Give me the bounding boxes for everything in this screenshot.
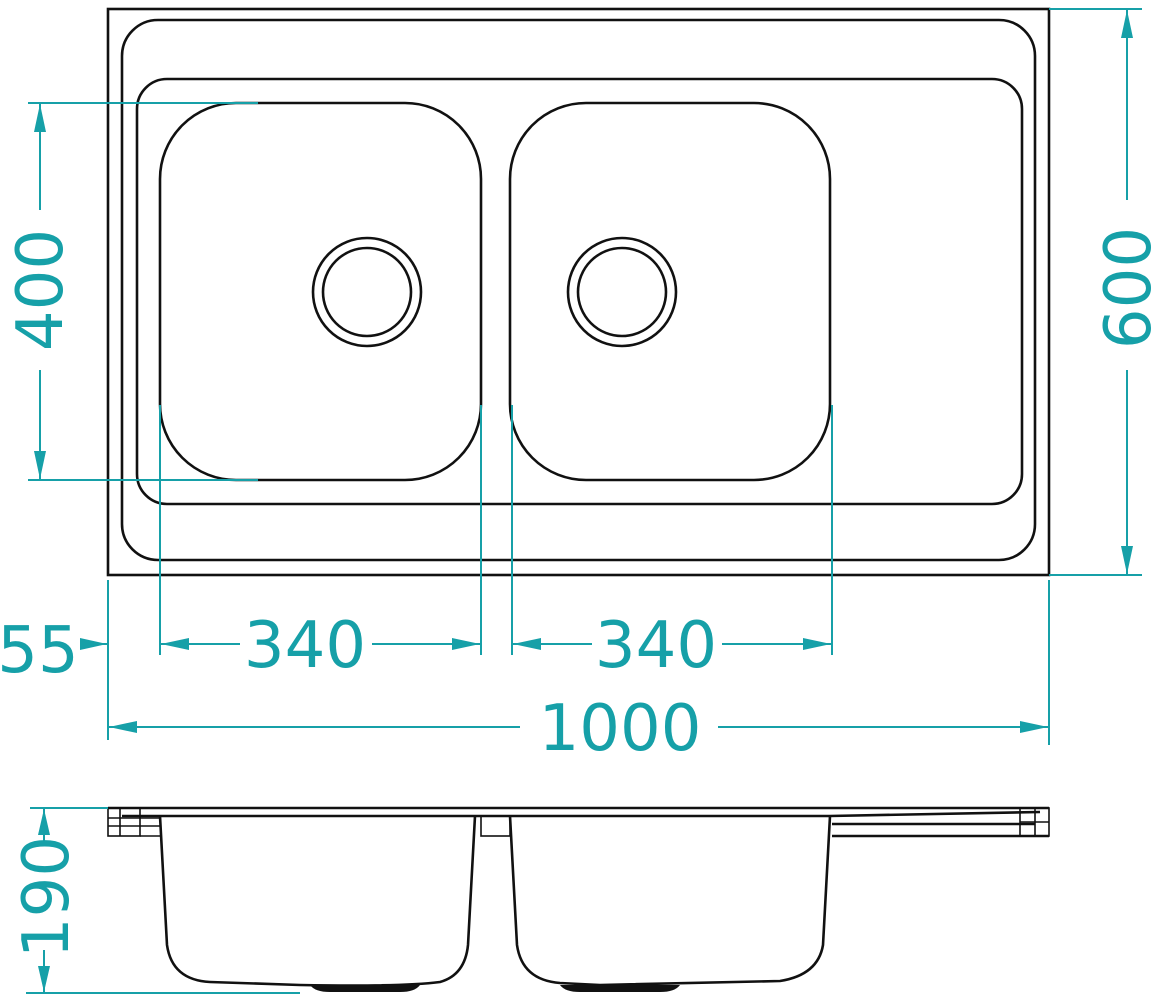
drain-left-inner xyxy=(321,246,413,338)
rim xyxy=(120,18,1037,562)
side-bowl-right xyxy=(508,815,832,987)
drain-left-outer xyxy=(311,236,423,348)
dim-1000-label: 1000 xyxy=(539,692,702,766)
bowl-right xyxy=(508,101,832,482)
outer-frame xyxy=(106,7,1051,577)
drain-right-outer xyxy=(566,236,678,348)
top-view xyxy=(106,7,1051,577)
bowl-left xyxy=(158,101,483,482)
dim-190-label: 190 xyxy=(10,836,84,958)
dimensions: 400 600 340 340 55 1000 190 xyxy=(0,8,1166,994)
drainer-area xyxy=(135,77,1024,506)
side-bowl-left xyxy=(158,815,477,987)
side-view xyxy=(107,806,1050,992)
drain-right-inner xyxy=(576,246,668,338)
dim-600-label: 600 xyxy=(1092,227,1166,349)
dim-340-left-label: 340 xyxy=(244,609,366,683)
dim-400-label: 400 xyxy=(4,229,78,351)
dim-340-right-label: 340 xyxy=(595,609,717,683)
dim-55-label: 55 xyxy=(0,614,79,688)
